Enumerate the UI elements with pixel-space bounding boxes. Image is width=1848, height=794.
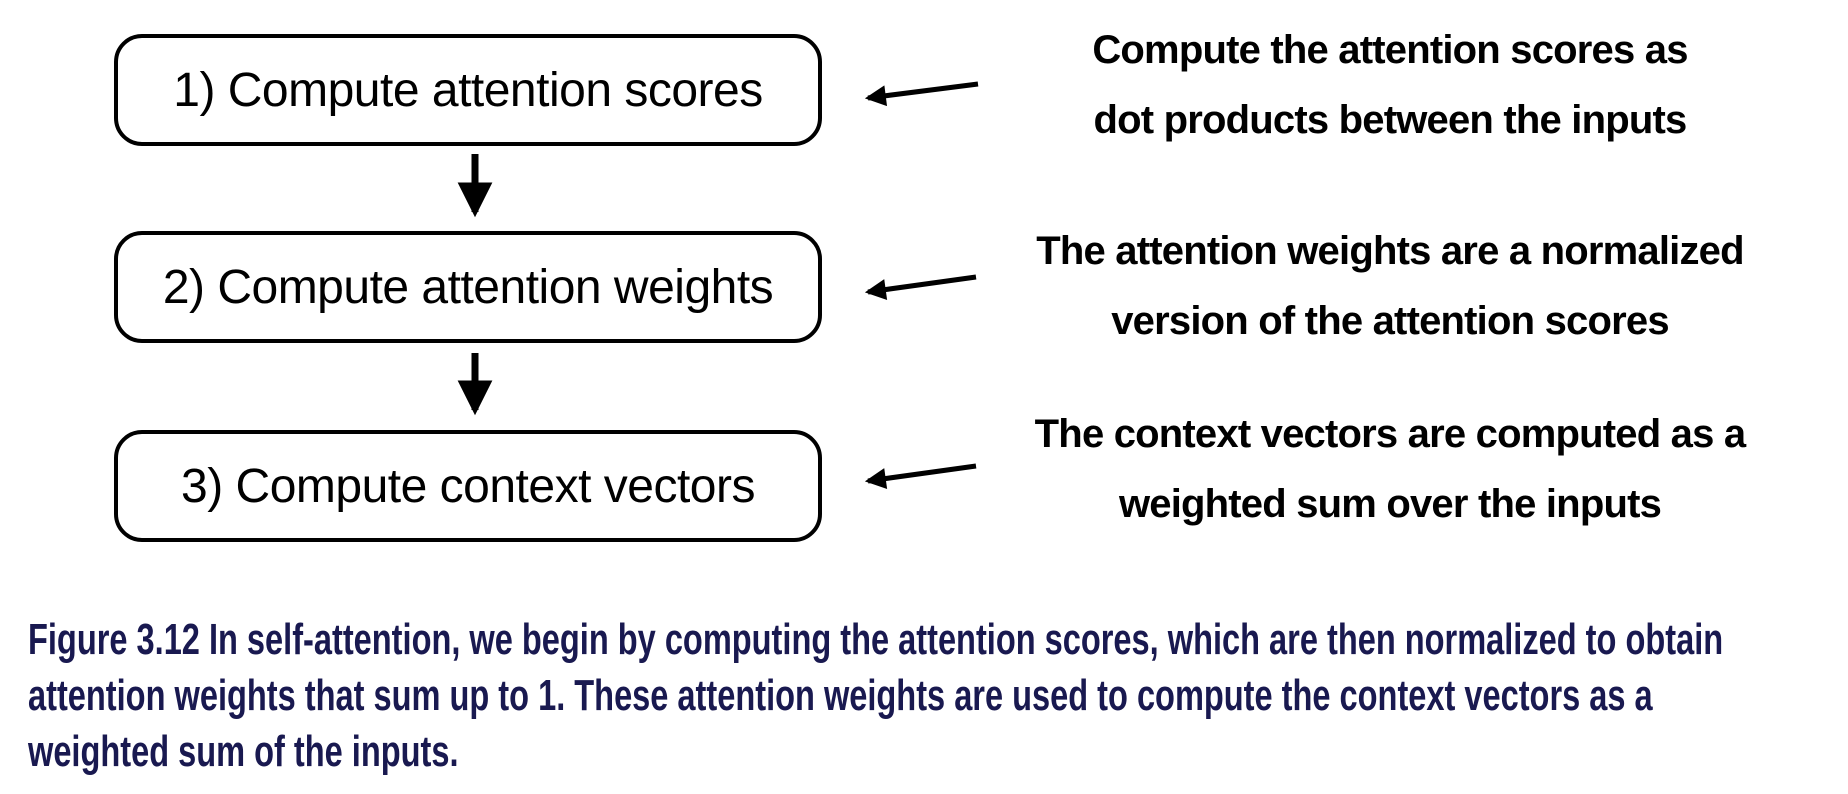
flow-box-compute-attention-scores: 1) Compute attention scores bbox=[114, 34, 822, 146]
caption-line: weighted sum of the inputs. bbox=[28, 727, 459, 776]
annotation-line: weighted sum over the inputs bbox=[1118, 482, 1662, 526]
flow-box-label: 3) Compute context vectors bbox=[181, 459, 755, 513]
annotation-attention-weights: The attention weights are a normalized v… bbox=[990, 216, 1790, 356]
flow-box-compute-attention-weights: 2) Compute attention weights bbox=[114, 231, 822, 343]
left-arrow-1 bbox=[864, 81, 979, 107]
caption-line: Figure 3.12 In self-attention, we begin … bbox=[28, 615, 1724, 664]
figure-caption: Figure 3.12 In self-attention, we begin … bbox=[28, 612, 1848, 780]
annotation-line: version of the attention scores bbox=[1111, 299, 1669, 343]
flow-box-label: 2) Compute attention weights bbox=[162, 260, 774, 314]
left-arrow-2 bbox=[864, 274, 977, 300]
annotation-attention-scores: Compute the attention scores as dot prod… bbox=[990, 15, 1790, 155]
caption-line: attention weights that sum up to 1. Thes… bbox=[28, 671, 1653, 720]
annotation-line: The attention weights are a normalized bbox=[1036, 229, 1744, 273]
flow-box-label: 1) Compute attention scores bbox=[173, 63, 763, 117]
annotation-line: dot products between the inputs bbox=[1093, 98, 1688, 142]
left-arrow-3 bbox=[864, 463, 977, 489]
flow-box-compute-context-vectors: 3) Compute context vectors bbox=[114, 430, 822, 542]
annotation-context-vectors: The context vectors are computed as a we… bbox=[990, 399, 1790, 539]
annotation-line: Compute the attention scores as bbox=[1092, 28, 1688, 72]
annotation-line: The context vectors are computed as a bbox=[1034, 412, 1746, 456]
